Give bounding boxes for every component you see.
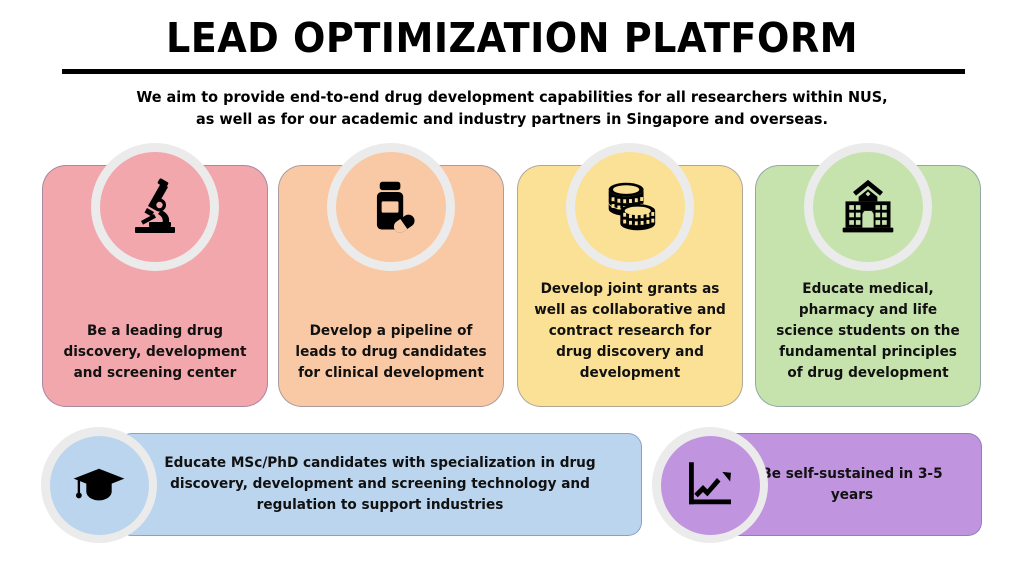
university-building-icon [842,179,894,233]
card-text: Be self-sustained in 3-5 years [761,465,943,503]
badge-coins [566,143,694,271]
card-joint-grants[interactable]: Develop joint grants as well as collabor… [517,165,743,407]
card-text: Educate medical, pharmacy and life scien… [776,281,960,381]
page-title: LEAD OPTIMIZATION PLATFORM [165,14,859,62]
card-educate-msc-phd[interactable]: Educate MSc/PhD candidates with speciali… [118,433,642,536]
card-text: Develop joint grants as well as collabor… [534,281,726,381]
subtitle-line-1: We aim to provide end-to-end drug develo… [136,88,888,106]
coins-icon [608,182,656,231]
card-text: Develop a pipeline of leads to drug cand… [295,323,487,381]
subtitle-line-2: as well as for our academic and industry… [196,110,828,128]
page-subtitle: We aim to provide end-to-end drug develo… [113,86,911,130]
growth-chart-icon [689,462,731,505]
badge-microscope [91,143,219,271]
badge-inner [813,152,923,262]
badge-growth-chart [652,427,768,543]
title-divider [62,69,965,74]
badge-graduation-cap [41,427,157,543]
card-text: Educate MSc/PhD candidates with speciali… [164,455,596,513]
microscope-icon [135,178,175,233]
badge-inner [49,435,149,535]
badge-inner [100,152,210,262]
pill-bottle-icon [376,181,415,233]
badge-inner [575,152,685,262]
badge-inner [660,435,760,535]
graduation-cap-icon [73,468,125,501]
badge-university-building [804,143,932,271]
card-text: Be a leading drug discovery, development… [63,323,247,381]
badge-pill-bottle [327,143,455,271]
badge-inner [336,152,446,262]
